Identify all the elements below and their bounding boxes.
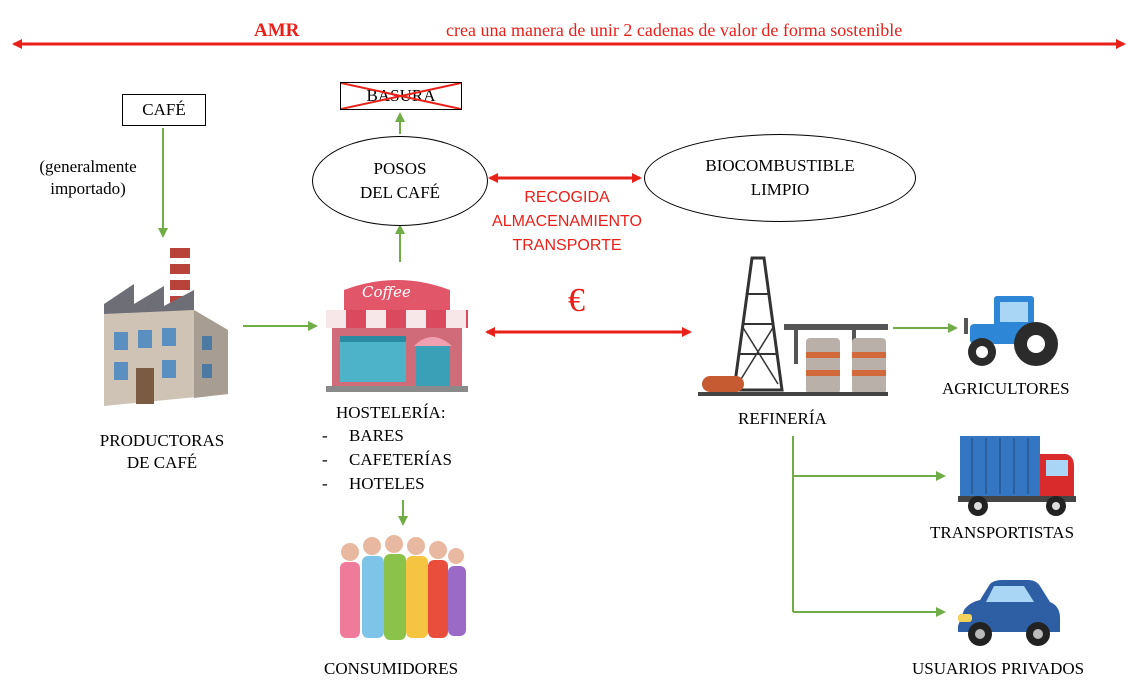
list-item: -HOTELES [322,474,425,493]
productoras-line1: PRODUCTORAS [99,431,225,450]
basura-box: BASURA [340,82,462,110]
posos-ellipse: POSOS DEL CAFÉ [312,136,488,226]
cafe-box: CAFÉ [122,94,206,126]
list-item: -BARES [322,426,404,445]
cafe-note-line2: importado) [50,179,126,198]
posos-line2: DEL CAFÉ [359,183,441,202]
bio-line2: LIMPIO [750,180,810,199]
transportistas-label: TRANSPORTISTAS [930,523,1075,542]
cafe-note: (generalmente importado) [28,156,148,200]
refineria-label: REFINERÍA [738,409,827,428]
coffee-shop-graphic [326,280,468,392]
posos-line1: POSOS [373,159,427,178]
refinery-icon [698,256,888,396]
banner-subtitle: crea una manera de unir 2 cadenas de val… [446,20,903,40]
bio-line1: BIOCOMBUSTIBLE [705,156,855,175]
euro-label: € [568,282,585,319]
usuarios-label: USUARIOS PRIVADOS [912,659,1085,678]
productoras-line2: DE CAFÉ [126,453,198,472]
process-step-1: RECOGIDA [524,189,610,206]
biofuel-ellipse: BIOCOMBUSTIBLE LIMPIO [644,134,916,222]
people-icon [340,535,466,640]
banner-title: AMR [254,20,300,41]
car-icon [958,580,1060,646]
productoras-label: PRODUCTORAS DE CAFÉ [72,430,252,474]
consumidores-label: CONSUMIDORES [324,659,459,678]
tractor-icon [964,296,1058,366]
hosteleria-list: -BARES -CAFETERÍAS -HOTELES [322,424,452,496]
process-step-2: ALMACENAMIENTO [492,213,642,230]
process-steps: RECOGIDA ALMACENAMIENTO TRANSPORTE [462,186,672,258]
list-item: -CAFETERÍAS [322,450,452,469]
agricultores-label: AGRICULTORES [942,379,1070,398]
truck-icon [958,436,1076,516]
cross-out-icon [341,83,461,109]
coffee-shop-icon: Coffee [316,270,478,394]
hosteleria-block: HOSTELERÍA: -BARES -CAFETERÍAS -HOTELES [322,402,452,496]
cafe-note-line1: (generalmente [39,157,137,176]
hosteleria-title: HOSTELERÍA: [336,403,446,422]
process-step-3: TRANSPORTE [512,237,622,254]
factory-icon [104,248,228,406]
coffee-sign-label: Coffee [362,283,411,301]
